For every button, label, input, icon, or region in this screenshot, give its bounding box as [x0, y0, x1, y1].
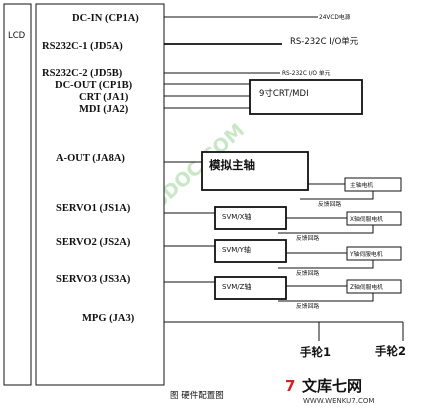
- spindle-feedback-label: 反馈回路: [318, 200, 341, 208]
- connector-rs232-2: RS232C-2 (JD5B): [42, 68, 123, 79]
- rs232-unit-label: RS-232C I/O单元: [290, 36, 359, 47]
- x-feedback-label: 反馈回路: [296, 234, 319, 242]
- connector-mpg: MPG (JA3): [82, 313, 135, 324]
- crt-mdi-label: 9寸CRT/MDI: [259, 88, 309, 99]
- connector-servo2: SERVO2 (JS2A): [56, 237, 131, 248]
- y-feedback-line: [278, 260, 374, 269]
- connector-servo3: SERVO3 (JS3A): [56, 274, 131, 285]
- lcd-label: LCD: [8, 31, 26, 41]
- z-motor-label: Z轴伺服电机: [350, 283, 383, 291]
- y-motor-box: [346, 246, 402, 261]
- spindle-label: 模拟主轴: [209, 158, 255, 172]
- y-motor-label: Y轴伺服电机: [349, 250, 383, 258]
- z-feedback-label: 反馈回路: [296, 302, 319, 310]
- connector-mdi: MDI (JA2): [79, 104, 129, 115]
- lcd-panel: [3, 3, 32, 386]
- z-motor-box: [346, 279, 402, 294]
- logo-name: 文库七网: [302, 377, 362, 395]
- crt-mdi-box: [249, 79, 363, 115]
- x-motor-label: X轴伺服电机: [350, 215, 383, 223]
- site-logo: 7 文库七网 WWW.WENKU7.COM: [285, 377, 374, 405]
- rs232-unit-small-label: RS-232C I/O 单元: [282, 69, 331, 77]
- power-label: 24VCD电源: [319, 13, 351, 21]
- svm-y-label: SVM/Y轴: [222, 245, 251, 254]
- connector-crt: CRT (JA1): [79, 92, 129, 103]
- y-feedback-label: 反馈回路: [296, 269, 319, 277]
- handwheel1-label: 手轮1: [300, 345, 331, 359]
- svm-z-box: [214, 276, 287, 300]
- z-feedback-line: [278, 293, 374, 302]
- connector-dc-in: DC-IN (CP1A): [72, 13, 139, 24]
- svm-x-label: SVM/X轴: [222, 212, 251, 221]
- spindle-motor-label: 主轴电机: [350, 181, 373, 189]
- handwheel2-label: 手轮2: [375, 344, 406, 358]
- connector-servo1: SERVO1 (JS1A): [56, 203, 131, 214]
- svm-z-label: SVM/Z轴: [222, 282, 251, 291]
- spindle-box: [201, 151, 309, 191]
- x-feedback-line: [278, 225, 374, 234]
- connector-rs232-1: RS232C-1 (JD5A): [42, 41, 123, 52]
- connector-dc-out: DC-OUT (CP1B): [55, 80, 133, 91]
- connector-a-out: A-OUT (JA8A): [56, 153, 125, 164]
- svm-y-box: [214, 239, 287, 263]
- figure-caption: 图 硬件配置图: [170, 390, 224, 401]
- logo-mark: 7: [285, 377, 295, 395]
- controller-box: [35, 3, 165, 386]
- x-motor-box: [346, 211, 402, 226]
- spindle-feedback-line: [300, 191, 374, 200]
- logo-url: WWW.WENKU7.COM: [303, 397, 374, 405]
